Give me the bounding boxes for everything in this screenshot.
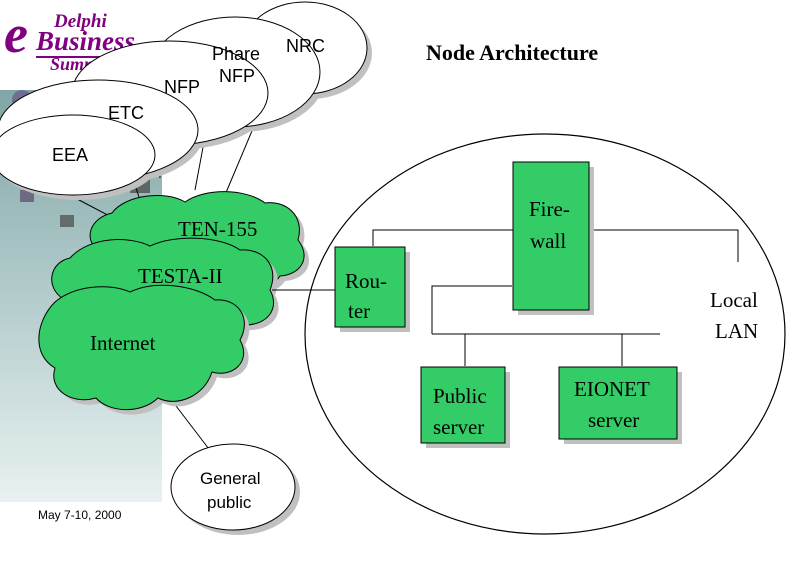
local-lan-ellipse bbox=[304, 133, 786, 535]
eionet-server-label-line2: server bbox=[588, 408, 639, 432]
public-server-label-line2: server bbox=[433, 415, 484, 439]
logo-letter-e: e bbox=[4, 4, 28, 64]
delphi-ebusiness-logo: e Delphi Business Summit bbox=[4, 4, 150, 74]
firewall-label-line2: wall bbox=[530, 229, 566, 253]
diagram-title: Node Architecture bbox=[426, 40, 598, 65]
router-box bbox=[334, 246, 406, 328]
local-lan-label-line2: LAN bbox=[715, 319, 758, 343]
eionet-server-label-line1: EIONET bbox=[574, 377, 650, 401]
phare-nfp-label-line1: Phare bbox=[212, 44, 260, 64]
router-label-line2: ter bbox=[348, 299, 370, 323]
general-public-label-line1: General bbox=[200, 469, 260, 488]
eea-ellipse bbox=[0, 114, 156, 196]
nrc-label: NRC bbox=[286, 36, 325, 56]
eea-label: EEA bbox=[52, 145, 88, 165]
footer-date: May 7-10, 2000 bbox=[38, 508, 122, 522]
internet-cloud bbox=[38, 284, 245, 411]
lan-wiring bbox=[272, 229, 739, 366]
local-lan-label-line1: Local bbox=[710, 288, 758, 312]
firewall-box bbox=[512, 161, 590, 311]
public-server-label-line1: Public bbox=[433, 384, 487, 408]
nfp-label: NFP bbox=[164, 77, 200, 97]
ten155-label: TEN-155 bbox=[178, 217, 257, 241]
general-public-ellipse bbox=[170, 443, 296, 531]
logo-line-delphi: Delphi bbox=[53, 11, 108, 32]
firewall-label-line1: Fire- bbox=[529, 197, 570, 221]
internet-label: Internet bbox=[90, 331, 155, 355]
etc-label: ETC bbox=[108, 103, 144, 123]
public-server-box bbox=[420, 366, 506, 444]
testa-label: TESTA-II bbox=[138, 264, 223, 288]
general-public-label-line2: public bbox=[207, 493, 252, 512]
router-label-line1: Rou- bbox=[345, 269, 387, 293]
eionet-server-box bbox=[558, 366, 678, 440]
network-clouds bbox=[38, 191, 310, 415]
phare-nfp-label-line2: NFP bbox=[219, 66, 255, 86]
